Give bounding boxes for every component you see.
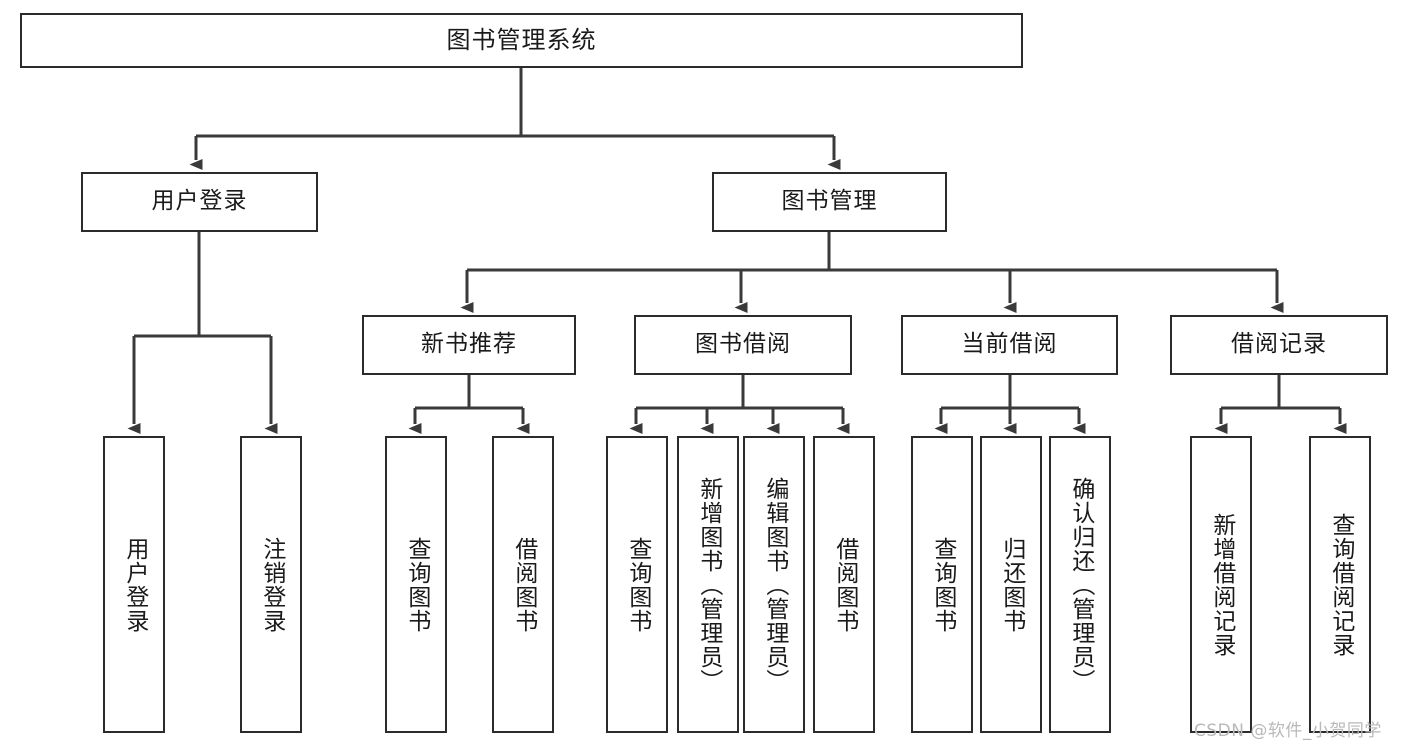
node-new-book-recommend-label: 新书推荐 — [421, 331, 517, 358]
node-leaf-edit-book-label: 编辑图书（管理员） — [761, 476, 788, 693]
node-current-borrow-label: 当前借阅 — [961, 331, 1058, 358]
node-user-login[interactable]: 用户登录 — [81, 172, 318, 232]
node-book-manage[interactable]: 图书管理 — [712, 172, 947, 232]
node-leaf-query-book-2[interactable]: 查询图书 — [606, 436, 668, 733]
node-new-book-recommend[interactable]: 新书推荐 — [362, 315, 576, 375]
node-book-borrow[interactable]: 图书借阅 — [634, 315, 852, 375]
node-book-borrow-label: 图书借阅 — [695, 331, 791, 358]
node-leaf-return-book-label: 归还图书 — [998, 536, 1025, 633]
node-root-label: 图书管理系统 — [446, 26, 597, 55]
node-user-login-label: 用户登录 — [151, 188, 248, 215]
node-leaf-borrow-book-1[interactable]: 借阅图书 — [492, 436, 554, 733]
node-leaf-add-record[interactable]: 新增借阅记录 — [1190, 436, 1252, 733]
node-leaf-user-login[interactable]: 用户登录 — [103, 436, 165, 733]
node-leaf-confirm-return-label: 确认归还（管理员） — [1067, 476, 1094, 693]
node-borrow-record-label: 借阅记录 — [1231, 331, 1327, 358]
node-borrow-record[interactable]: 借阅记录 — [1170, 315, 1388, 375]
node-leaf-add-book[interactable]: 新增图书（管理员） — [677, 436, 739, 733]
node-leaf-query-book-1-label: 查询图书 — [403, 536, 430, 633]
node-leaf-return-book[interactable]: 归还图书 — [980, 436, 1042, 733]
node-leaf-borrow-book-1-label: 借阅图书 — [510, 536, 537, 633]
node-leaf-confirm-return[interactable]: 确认归还（管理员） — [1049, 436, 1111, 733]
node-leaf-add-book-label: 新增图书（管理员） — [695, 476, 722, 693]
node-leaf-query-book-1[interactable]: 查询图书 — [385, 436, 447, 733]
node-leaf-query-record[interactable]: 查询借阅记录 — [1309, 436, 1371, 733]
node-leaf-add-record-label: 新增借阅记录 — [1208, 512, 1235, 657]
node-leaf-query-book-2-label: 查询图书 — [624, 536, 651, 633]
node-leaf-borrow-book-2-label: 借阅图书 — [831, 536, 858, 633]
node-leaf-query-book-3[interactable]: 查询图书 — [911, 436, 973, 733]
node-leaf-user-login-label: 用户登录 — [121, 536, 148, 633]
node-current-borrow[interactable]: 当前借阅 — [901, 315, 1118, 375]
node-leaf-borrow-book-2[interactable]: 借阅图书 — [813, 436, 875, 733]
node-book-manage-label: 图书管理 — [781, 188, 878, 215]
node-root[interactable]: 图书管理系统 — [20, 13, 1023, 68]
node-leaf-logout[interactable]: 注销登录 — [240, 436, 302, 733]
node-leaf-edit-book[interactable]: 编辑图书（管理员） — [743, 436, 805, 733]
node-leaf-query-record-label: 查询借阅记录 — [1327, 512, 1354, 657]
csdn-watermark: CSDN @软件_小贺同学 — [1194, 721, 1382, 741]
node-leaf-logout-label: 注销登录 — [258, 536, 285, 633]
node-leaf-query-book-3-label: 查询图书 — [929, 536, 956, 633]
